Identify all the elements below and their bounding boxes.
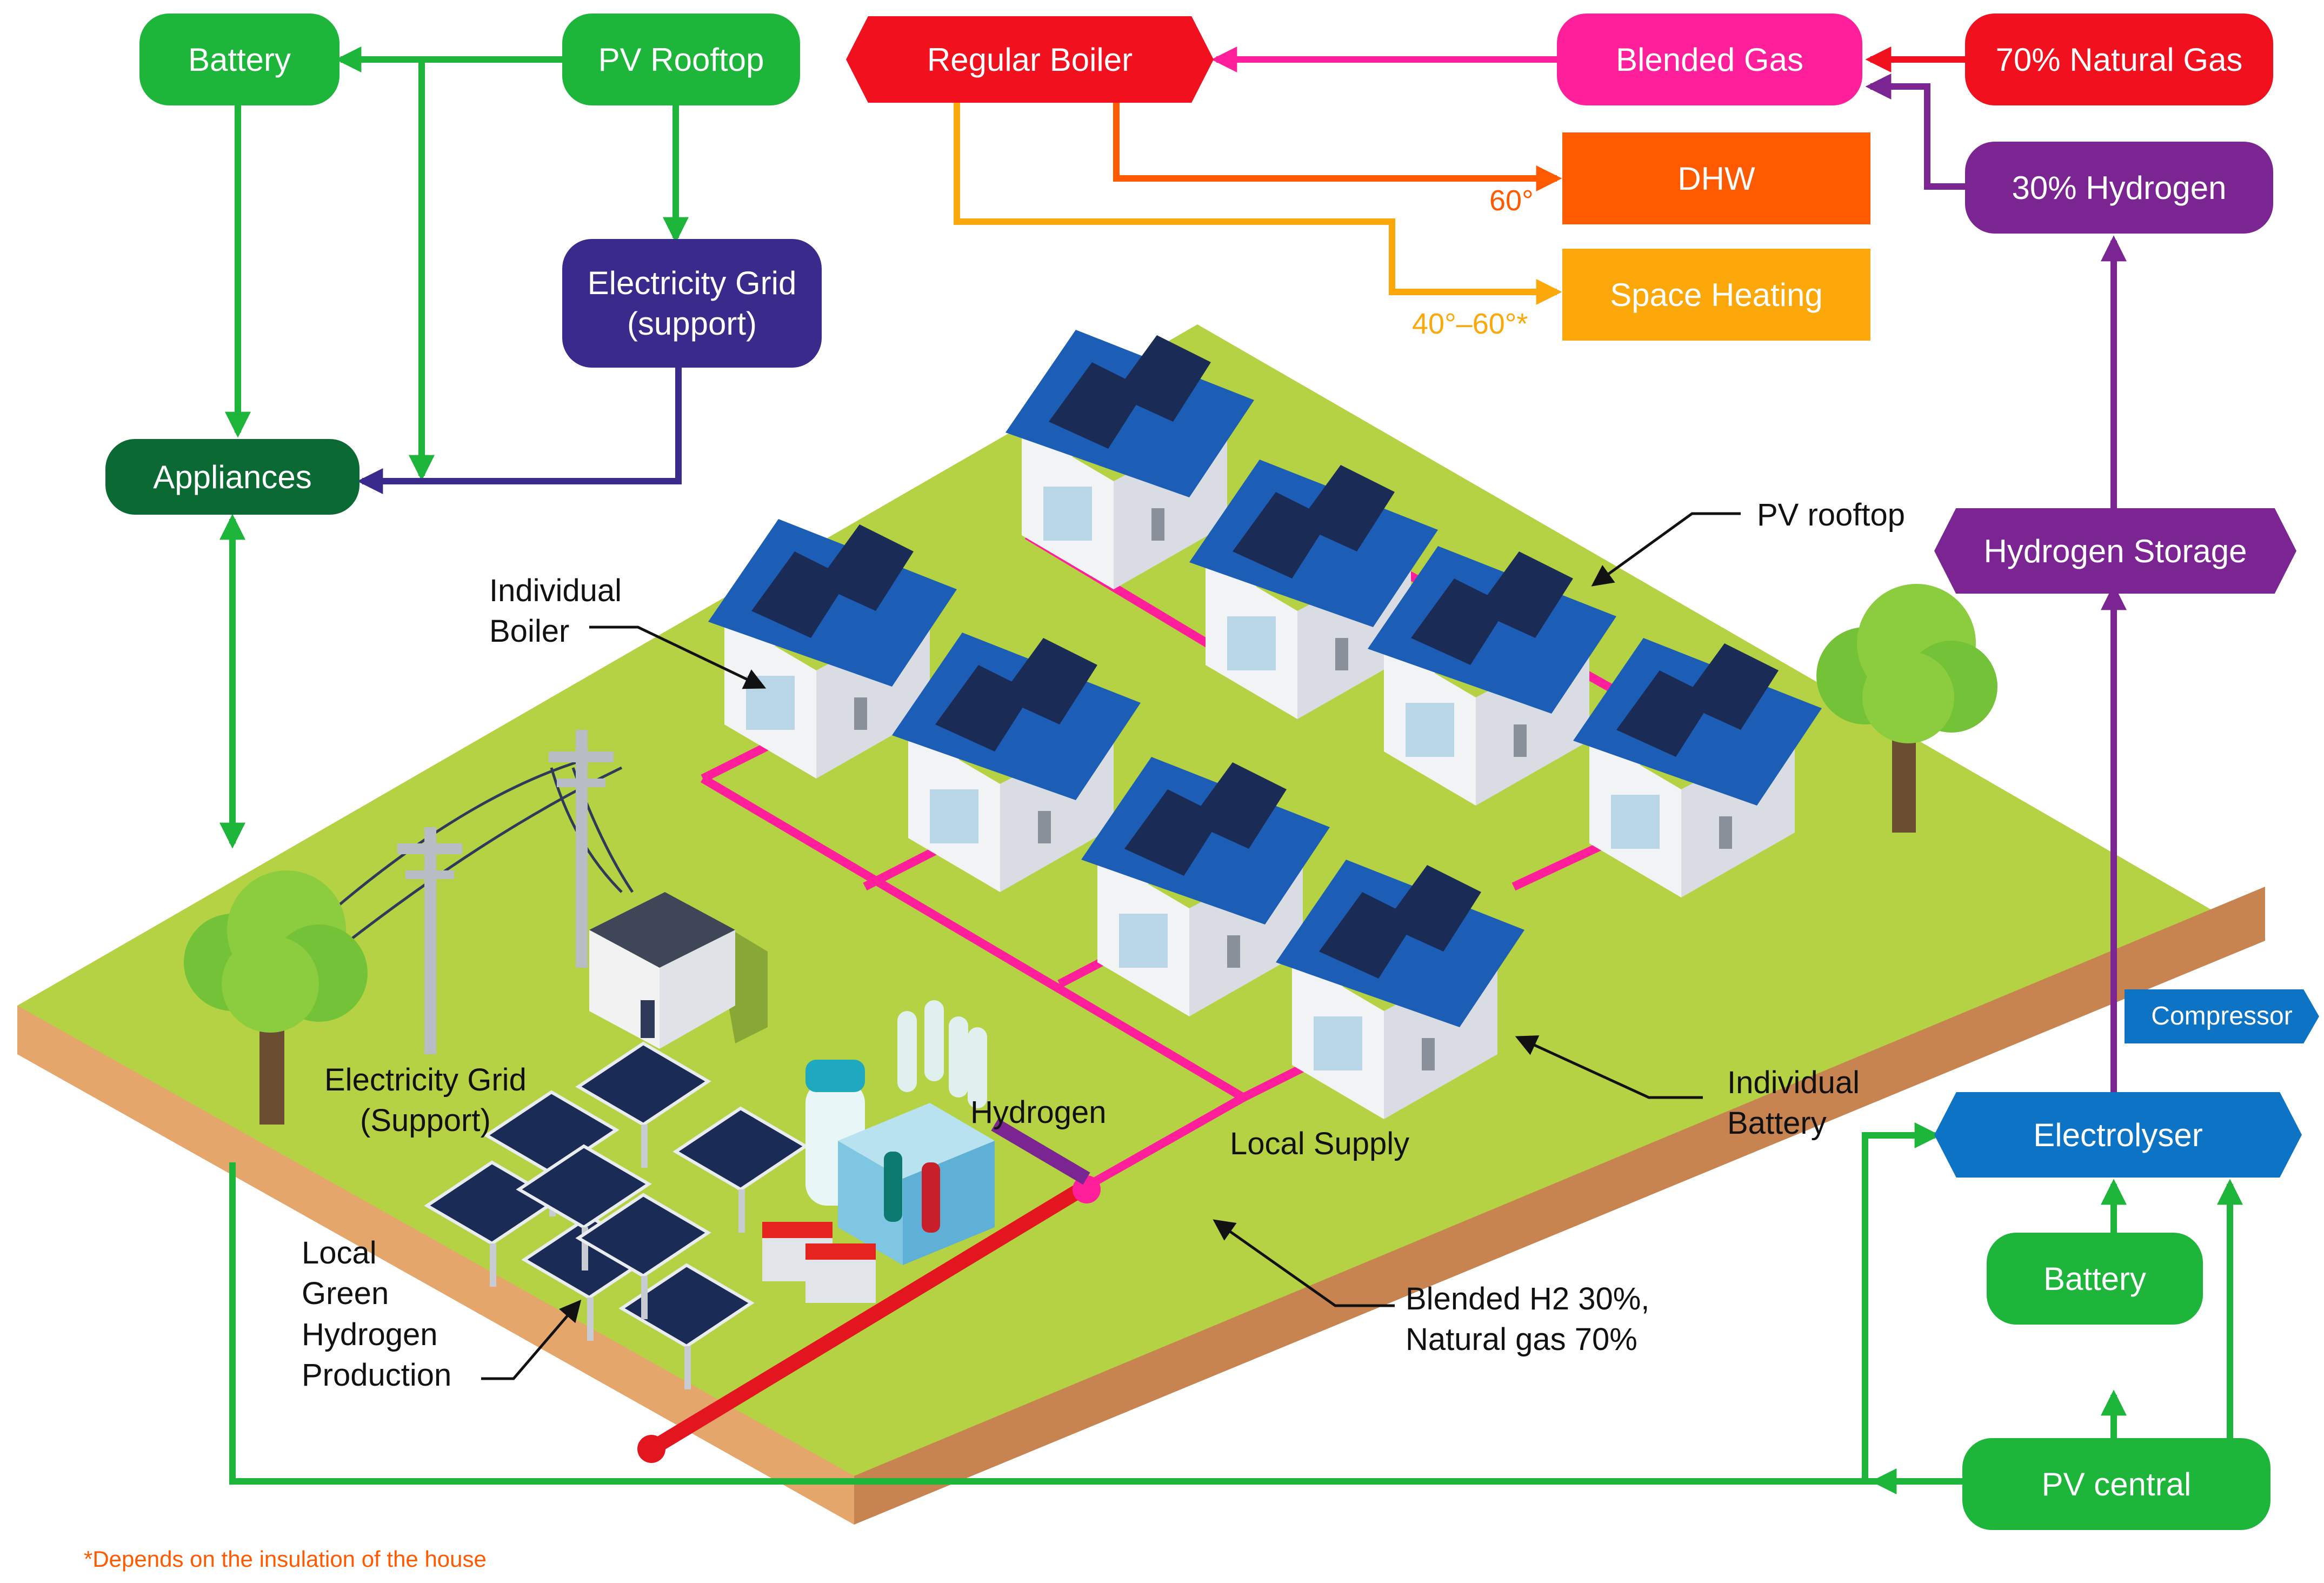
hydrogen-label: Hydrogen <box>970 1095 1107 1130</box>
utility-poles <box>397 730 614 1054</box>
connectors <box>219 46 2243 1494</box>
space-heating-temperature: 40°–60°* <box>1412 308 1528 340</box>
regular-boiler-node: Regular Boiler <box>846 16 1214 103</box>
individual-boiler-label: Individual Boiler <box>489 573 622 649</box>
house-1 <box>1005 330 1254 589</box>
house-6 <box>1081 757 1330 1016</box>
space-heating-node: Space Heating <box>1562 249 1870 341</box>
footnote: *Depends on the insulation of the house <box>84 1546 487 1572</box>
solar-panel-2 <box>575 1041 711 1168</box>
electricity-grid-support-label: Electricity Grid (Support) <box>324 1062 527 1139</box>
compressor-node: Compressor <box>2125 989 2319 1043</box>
pv-central-node: PV central <box>1962 1438 2270 1530</box>
electrolyser-node: Electrolyser <box>1934 1092 2302 1178</box>
dhw-node: DHW <box>1562 132 1870 224</box>
tree-left <box>184 870 368 1125</box>
pv-rooftop-node: PV Rooftop <box>562 14 800 105</box>
individual-battery-label: Individual Battery <box>1727 1065 1860 1141</box>
blended-h2-label: Blended H2 30%, Natural gas 70% <box>1406 1281 1650 1358</box>
hydrogen-storage-node: Hydrogen Storage <box>1934 508 2296 594</box>
local-green-hydrogen-label: Local Green Hydrogen Production <box>302 1235 452 1393</box>
battery-node-right: Battery <box>1987 1233 2203 1325</box>
dhw-temperature: 60° <box>1489 184 1534 217</box>
house-4 <box>892 633 1141 892</box>
natural-gas-node: 70% Natural Gas <box>1965 14 2273 105</box>
local-supply-label: Local Supply <box>1230 1126 1410 1161</box>
house-3 <box>1189 460 1438 719</box>
house-2 <box>708 519 957 779</box>
solar-panel-8 <box>575 1193 711 1319</box>
tree-right <box>1816 584 1997 833</box>
houses <box>708 330 1822 1119</box>
hydrogen-production-unit <box>762 1000 995 1303</box>
house-8 <box>1276 860 1524 1119</box>
electricity-grid-node: Electricity Grid (support) <box>562 239 822 368</box>
callouts <box>481 512 1741 1380</box>
solar-panel-6 <box>618 1263 755 1389</box>
appliances-node: Appliances <box>105 439 359 515</box>
blended-gas-node: Blended Gas <box>1557 14 1862 105</box>
house-5 <box>1368 546 1616 806</box>
hydrogen-30-node: 30% Hydrogen <box>1965 142 2273 234</box>
main-gas-supply <box>647 1183 1086 1455</box>
substation-building <box>589 892 768 1049</box>
hydrogen-pipe <box>991 1118 1090 1185</box>
solar-field <box>424 1041 809 1389</box>
battery-node-top: Battery <box>139 14 339 105</box>
pv-rooftop-label: PV rooftop <box>1757 497 1906 533</box>
house-7 <box>1573 638 1822 897</box>
